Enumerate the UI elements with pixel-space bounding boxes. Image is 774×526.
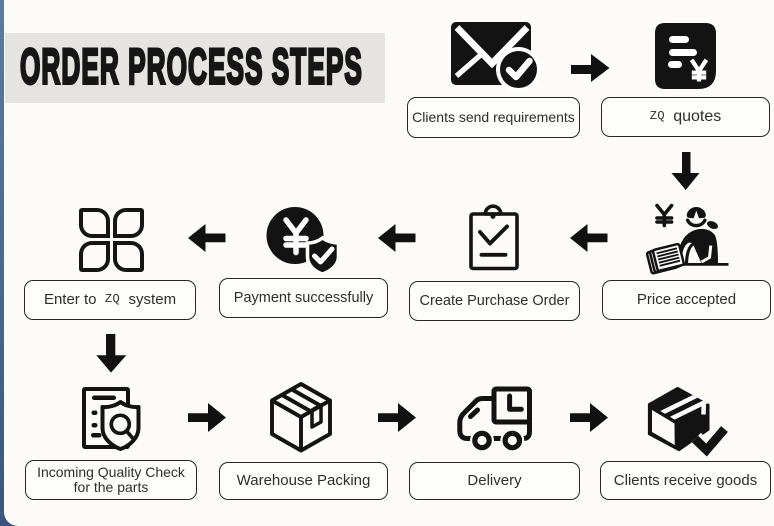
svg-text:ORDER PROCESS STEPS: ORDER PROCESS STEPS bbox=[20, 40, 363, 95]
